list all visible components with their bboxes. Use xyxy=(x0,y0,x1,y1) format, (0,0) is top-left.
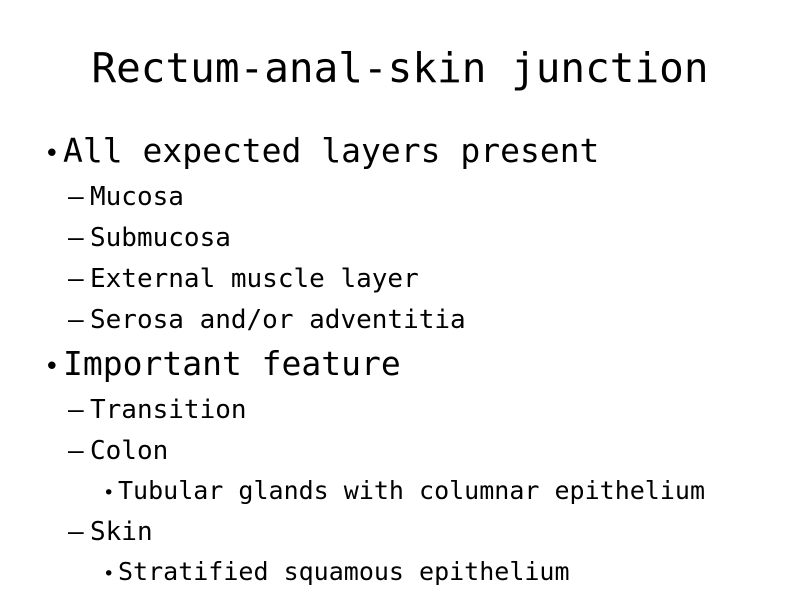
dash-marker-icon: – xyxy=(68,305,84,335)
dash-marker-icon: – xyxy=(68,517,84,547)
outline-item-label: Mucosa xyxy=(90,182,184,212)
dash-marker-icon: – xyxy=(68,223,84,253)
dash-marker-icon: – xyxy=(68,395,84,425)
outline-item-level-2: –Mucosa xyxy=(0,177,800,218)
outline-item-level-2: –Skin xyxy=(0,512,800,553)
outline-list: •All expected layers present–Mucosa–Subm… xyxy=(0,128,800,593)
page-title: Rectum-anal-skin junction xyxy=(91,44,709,92)
dash-marker-icon: – xyxy=(68,264,84,294)
outline-item-label: Stratified squamous epithelium xyxy=(118,557,570,586)
outline-item-label: Important feature xyxy=(63,344,401,383)
outline-item-label: Serosa and/or adventitia xyxy=(90,305,466,335)
outline-item-level-1: •All expected layers present xyxy=(0,128,800,177)
outline-item-level-2: –Serosa and/or adventitia xyxy=(0,300,800,341)
outline-item-level-1: •Important feature xyxy=(0,341,800,390)
bullet-marker-icon: • xyxy=(103,563,115,585)
outline-item-label: Tubular glands with columnar epithelium xyxy=(118,476,705,505)
outline-item-level-3: •Stratified squamous epithelium xyxy=(0,553,800,593)
outline-item-label: Transition xyxy=(90,395,247,425)
outline-item-level-2: –Transition xyxy=(0,390,800,431)
outline-item-label: External muscle layer xyxy=(90,264,419,294)
bullet-marker-icon: • xyxy=(44,139,60,169)
dash-marker-icon: – xyxy=(68,436,84,466)
outline-item-label: Skin xyxy=(90,517,153,547)
outline-item-label: All expected layers present xyxy=(63,131,600,170)
outline-item-level-2: –Submucosa xyxy=(0,218,800,259)
outline-item-label: Colon xyxy=(90,436,169,466)
bullet-marker-icon: • xyxy=(44,352,60,382)
outline-item-level-2: –Colon xyxy=(0,431,800,472)
outline-item-level-2: –External muscle layer xyxy=(0,259,800,300)
bullet-marker-icon: • xyxy=(103,482,115,504)
outline-item-level-3: •Tubular glands with columnar epithelium xyxy=(0,472,800,512)
dash-marker-icon: – xyxy=(68,182,84,212)
outline-item-label: Submucosa xyxy=(90,223,231,253)
